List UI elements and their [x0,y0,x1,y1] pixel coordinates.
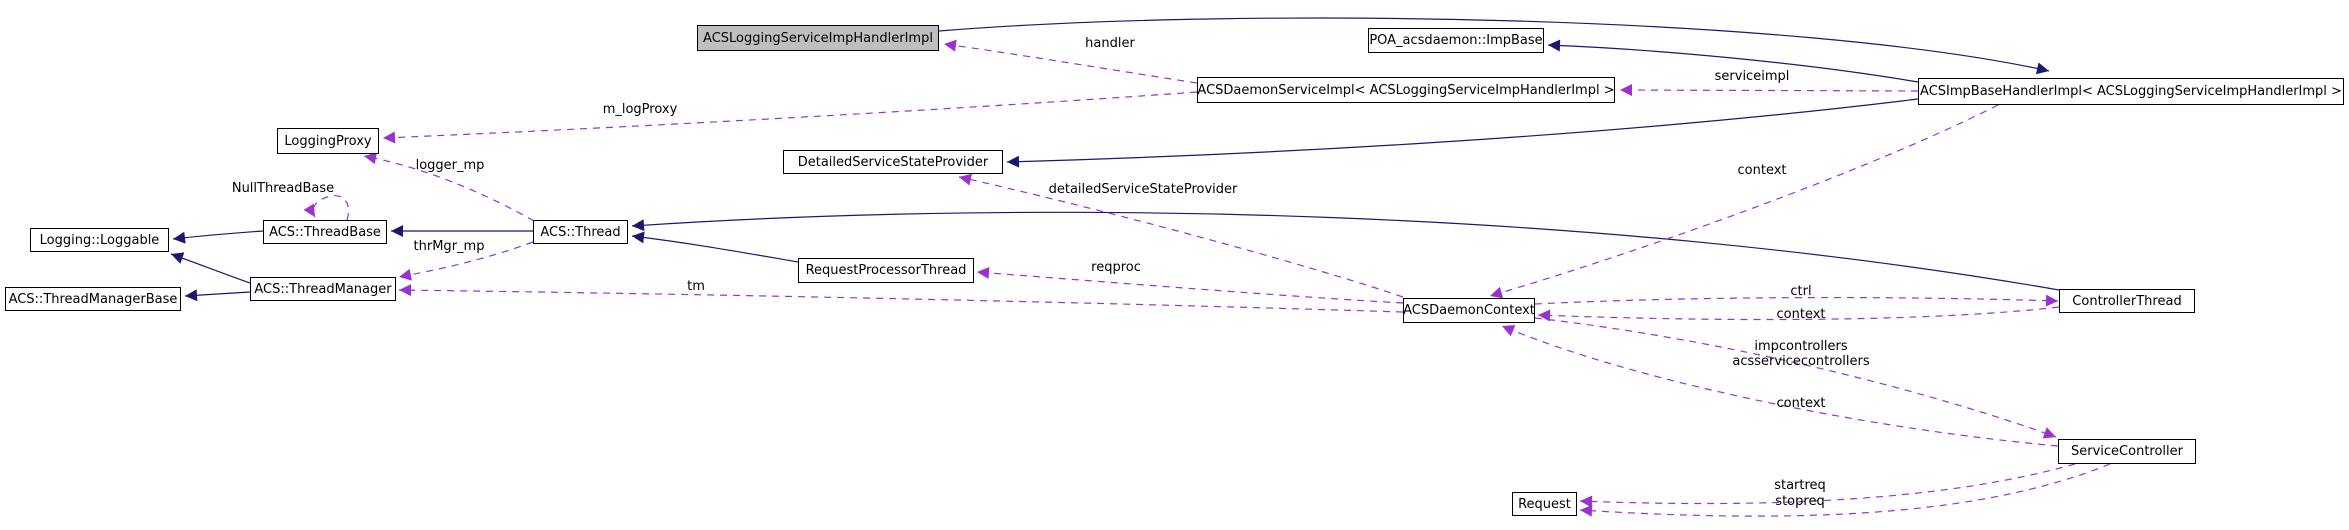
node-label: ACSLoggingServiceImpHandlerImpl [703,30,933,46]
edge-label-reqproc: reqproc [1091,260,1141,275]
edge-nullthreadbase-loop [303,195,349,221]
node-acs-logging-service-imp-handler-impl[interactable]: ACSLoggingServiceImpHandlerImpl [697,25,939,51]
edge-label-ctrl: ctrl [1790,284,1812,299]
edge-requestprocessorthread-to-thread [631,231,799,263]
edge-startreq [1579,463,2076,508]
edge-impbasehandler-to-dssp [1006,98,1919,168]
edge-threadbase-to-loggable [172,230,264,244]
node-request[interactable]: Request [1512,492,1577,516]
node-label: ControllerThread [2072,293,2182,309]
edge-label-thrmgr-mp: thrMgr_mp [413,239,485,254]
edge-reqproc [976,266,1404,304]
edge-label-handler: handler [1085,36,1135,51]
node-poa-acsdaemon-impbase[interactable]: POA_acsdaemon::ImpBase [1368,28,1544,53]
edge-label-serviceimpl: serviceimpl [1714,69,1790,84]
node-label: ACS::ThreadManagerBase [8,291,178,307]
edge-impcontrollers [1534,317,2057,439]
edge-controllerthread-to-thread [631,211,2060,291]
node-label: ACSImpBaseHandlerImpl< ACSLoggingService… [1920,84,2342,99]
node-label: ACSDaemonServiceImpl< ACSLoggingServiceI… [1197,82,1615,98]
edge-label-acsservicecontrollers: acsservicecontrollers [1732,354,1870,369]
node-acs-thread[interactable]: ACS::Thread [533,220,628,244]
edge-tm [398,284,1404,313]
edge-logger-mp [363,152,535,222]
edge-threadmanager-to-threadmanagerbase [184,289,251,302]
node-acs-thread-base[interactable]: ACS::ThreadBase [263,220,387,244]
node-label: ACS::ThreadManager [254,281,392,297]
node-acs-daemon-context[interactable]: ACSDaemonContext [1403,298,1535,323]
edge-thrmgr-mp [398,241,534,281]
edge-label-context-servicecontroller: context [1776,396,1826,411]
node-label: ACS::Thread [540,224,621,240]
edge-label-stopreq: stopreq [1775,494,1825,509]
edge-context-controllerthread [1537,306,2060,322]
node-label: ACS::ThreadBase [269,224,381,240]
edge-label-detailedservicestateprovider: detailedServiceStateProvider [1048,182,1238,197]
edge-stopreq [1579,463,2111,517]
edge-label-context-impbasehandler: context [1737,163,1787,178]
node-acs-thread-manager-base[interactable]: ACS::ThreadManagerBase [5,287,181,311]
edge-label-nullthreadbase: NullThreadBase [231,181,335,196]
node-label: Request [1518,496,1571,512]
edge-label-logger-mp: logger_mp [415,158,485,173]
edge-ctrl [1534,294,2059,307]
edge-label-impcontrollers: impcontrollers [1754,339,1848,354]
edge-handler [943,39,1198,84]
edge-main-to-impbasehandler [938,17,2050,75]
node-label: Logging::Loggable [39,232,160,248]
edge-label-tm: tm [687,279,705,294]
node-controller-thread[interactable]: ControllerThread [2059,289,2195,313]
node-label: DetailedServiceStateProvider [797,154,989,170]
edge-serviceimpl [1619,84,1919,97]
edge-m-logproxy [382,91,1198,144]
edge-label-m-logproxy: m_logProxy [602,102,678,117]
node-acs-thread-manager[interactable]: ACS::ThreadManager [250,277,396,301]
edge-label-context-controllerthread: context [1776,307,1826,322]
node-label: POA_acsdaemon::ImpBase [1369,33,1543,48]
node-acs-imp-base-handler-impl[interactable]: ACSImpBaseHandlerImpl< ACSLoggingService… [1918,78,2344,105]
node-logging-proxy[interactable]: LoggingProxy [277,128,379,154]
edge-label-startreq: startreq [1774,478,1826,493]
node-logging-loggable[interactable]: Logging::Loggable [30,228,169,252]
node-label: ACSDaemonContext [1403,303,1535,318]
edge-impbasehandler-to-poa [1547,39,1919,83]
edge-context-impbasehandler [1489,104,1999,299]
edge-context-servicecontroller [1501,325,2059,447]
node-label: RequestProcessorThread [805,263,967,278]
node-label: ServiceController [2071,444,2183,459]
node-request-processor-thread[interactable]: RequestProcessorThread [798,258,974,283]
node-detailed-service-state-provider[interactable]: DetailedServiceStateProvider [783,150,1003,174]
node-service-controller[interactable]: ServiceController [2058,439,2196,464]
node-acs-daemon-service-impl[interactable]: ACSDaemonServiceImpl< ACSLoggingServiceI… [1197,77,1615,103]
node-label: LoggingProxy [284,133,372,149]
edge-threadmanager-to-loggable [170,252,251,284]
